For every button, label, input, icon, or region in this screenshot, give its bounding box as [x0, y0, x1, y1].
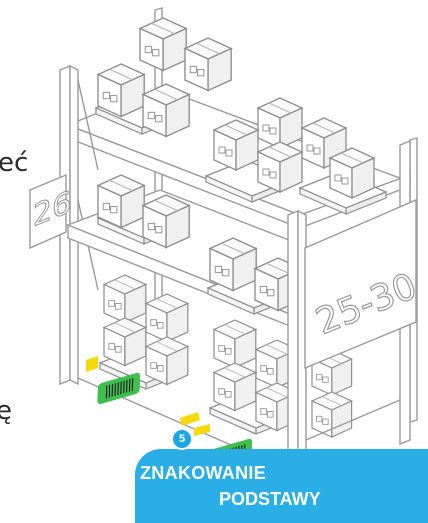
step-title-line-2: PODSTAWY [219, 489, 321, 510]
cropped-text-top: eć [0, 150, 28, 176]
step-title: ZNAKOWANIE [140, 463, 266, 484]
step-number-badge: 5 [171, 428, 193, 450]
cropped-text-bottom: ę [0, 398, 12, 424]
step-label-panel: ZNAKOWANIE PODSTAWY [135, 449, 428, 523]
